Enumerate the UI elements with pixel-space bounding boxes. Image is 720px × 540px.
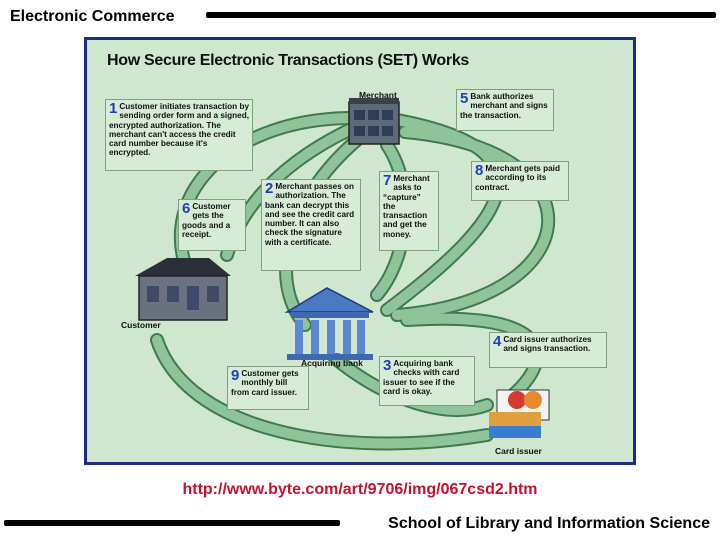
- step-1: 1 Customer initiates transaction by send…: [105, 99, 253, 171]
- step-4: 4 Card issuer authorizes and signs trans…: [489, 332, 607, 368]
- label-merchant: Merchant: [359, 90, 397, 100]
- header-rule: [206, 12, 716, 18]
- merchant-icon: [348, 98, 400, 145]
- step-9-number: 9: [231, 367, 240, 384]
- set-diagram: How Secure Electronic Transactions (SET)…: [84, 37, 636, 465]
- step-3-text: Acquiring bank checks with card issuer t…: [383, 359, 460, 396]
- step-7-text: Merchant asks to “capture” the transacti…: [383, 174, 430, 239]
- step-3-number: 3: [383, 357, 392, 374]
- source-url-link[interactable]: http://www.byte.com/art/9706/img/067csd2…: [182, 481, 538, 498]
- step-1-number: 1: [109, 100, 118, 117]
- step-6-number: 6: [182, 200, 191, 217]
- customer-icon: [135, 258, 231, 321]
- step-8-number: 8: [475, 162, 484, 179]
- footer-text: School of Library and Information Scienc…: [388, 515, 710, 532]
- step-6: 6 Customer gets the goods and a receipt.: [178, 199, 246, 251]
- step-7-number: 7: [383, 172, 392, 189]
- diagram-title: How Secure Electronic Transactions (SET)…: [107, 52, 470, 69]
- step-1-text: Customer initiates transaction by sendin…: [109, 102, 250, 158]
- label-card-issuer: Card issuer: [495, 446, 542, 456]
- step-2-number: 2: [265, 180, 274, 197]
- step-5: 5 Bank authorizes merchant and signs the…: [456, 89, 554, 131]
- step-8: 8 Merchant gets paid according to its co…: [471, 161, 569, 201]
- step-9: 9 Customer gets monthly bill from card i…: [227, 366, 309, 410]
- step-9-text: Customer gets monthly bill from card iss…: [231, 369, 299, 397]
- acquiring-bank-icon: [284, 287, 374, 360]
- step-3: 3 Acquiring bank checks with card issuer…: [379, 356, 475, 406]
- footer-rule: [4, 520, 340, 526]
- step-5-text: Bank authorizes merchant and signs the t…: [460, 92, 548, 120]
- step-4-text: Card issuer authorizes and signs transac…: [503, 335, 592, 354]
- step-7: 7 Merchant asks to “capture” the transac…: [379, 171, 439, 251]
- step-6-text: Customer gets the goods and a receipt.: [182, 202, 231, 239]
- step-2-text: Merchant passes on authorization. The ba…: [265, 182, 355, 247]
- label-customer: Customer: [121, 320, 161, 330]
- step-4-number: 4: [493, 333, 502, 350]
- label-acquiring-bank: Acquiring bank: [301, 358, 363, 368]
- card-issuer-icon: [489, 389, 550, 438]
- step-5-number: 5: [460, 90, 469, 107]
- step-2: 2 Merchant passes on authorization. The …: [261, 179, 361, 271]
- step-8-text: Merchant gets paid according to its cont…: [475, 164, 560, 192]
- slide-title: Electronic Commerce: [10, 8, 175, 25]
